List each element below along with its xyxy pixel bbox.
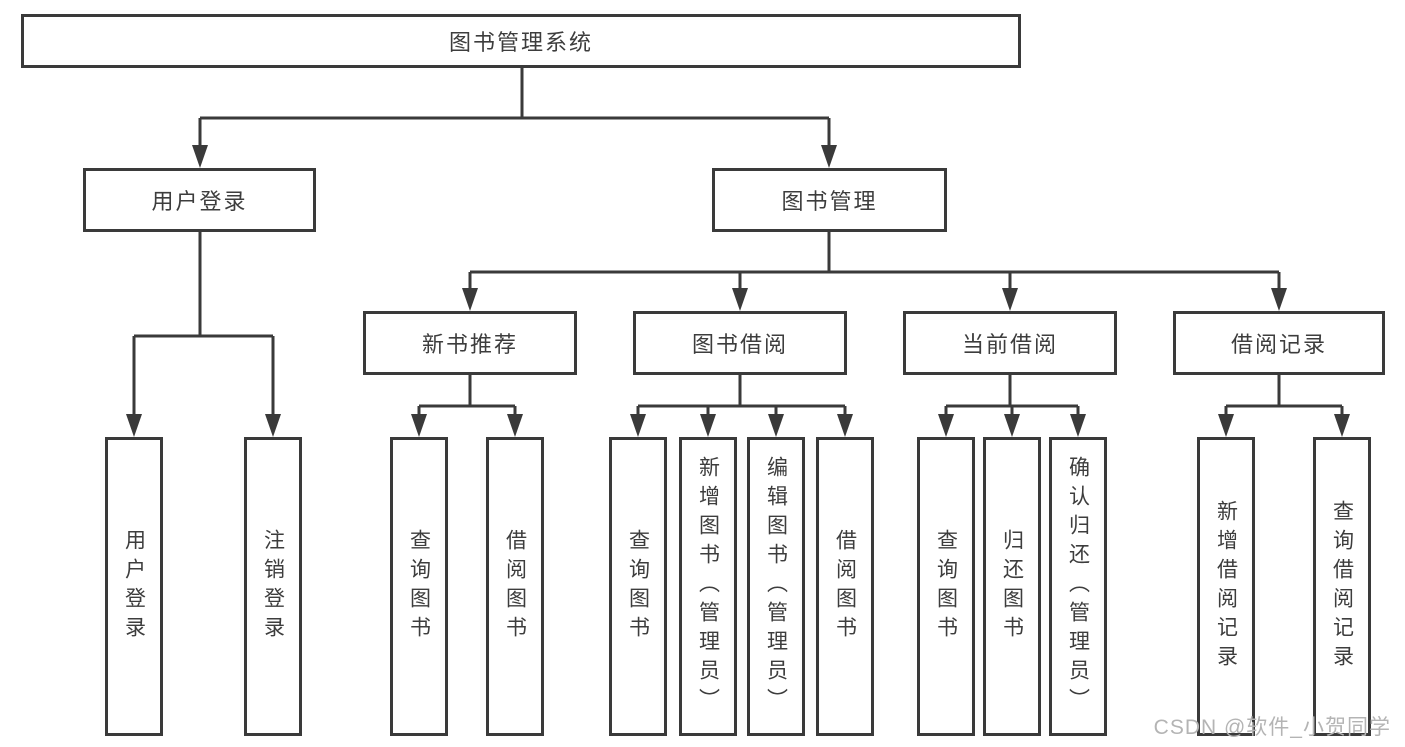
leaf-query-books-recommend-label: 查询图书 bbox=[407, 528, 431, 645]
leaf-add-borrow-record-label: 新增借阅记录 bbox=[1214, 499, 1238, 674]
node-library-system-label: 图书管理系统 bbox=[448, 30, 593, 55]
leaf-user-login-label: 用户登录 bbox=[122, 528, 146, 645]
node-library-system: 图书管理系统 bbox=[21, 14, 1021, 68]
leaf-logout: 注销登录 bbox=[244, 437, 302, 736]
node-borrowing-records-label: 借阅记录 bbox=[1230, 332, 1327, 357]
leaf-query-books-current: 查询图书 bbox=[917, 437, 975, 736]
arrowhead-icons bbox=[126, 145, 1350, 437]
leaf-add-borrow-record: 新增借阅记录 bbox=[1197, 437, 1255, 736]
leaf-return-book: 归还图书 bbox=[983, 437, 1041, 736]
leaf-logout-label: 注销登录 bbox=[261, 528, 285, 645]
leaf-return-book-label: 归还图书 bbox=[1000, 528, 1024, 645]
node-new-book-recommend-label: 新书推荐 bbox=[421, 332, 518, 357]
node-new-book-recommend: 新书推荐 bbox=[363, 311, 577, 375]
leaf-query-borrow-record: 查询借阅记录 bbox=[1313, 437, 1371, 736]
leaf-borrow-books-borrowing: 借阅图书 bbox=[816, 437, 874, 736]
leaf-confirm-return-admin-label: 确认归还（管理员） bbox=[1066, 456, 1090, 717]
node-book-borrowing: 图书借阅 bbox=[633, 311, 847, 375]
leaf-borrow-books-borrowing-label: 借阅图书 bbox=[833, 528, 857, 645]
node-book-borrowing-label: 图书借阅 bbox=[691, 332, 788, 357]
node-borrowing-records: 借阅记录 bbox=[1173, 311, 1385, 375]
node-book-management-label: 图书管理 bbox=[781, 189, 878, 214]
leaf-borrow-books-recommend: 借阅图书 bbox=[486, 437, 544, 736]
leaf-query-books-recommend: 查询图书 bbox=[390, 437, 448, 736]
leaf-edit-book-admin: 编辑图书（管理员） bbox=[747, 437, 805, 736]
leaf-add-book-admin-label: 新增图书（管理员） bbox=[696, 456, 720, 717]
leaf-user-login: 用户登录 bbox=[105, 437, 163, 736]
node-user-login-label: 用户登录 bbox=[151, 189, 248, 214]
node-user-login: 用户登录 bbox=[83, 168, 316, 232]
leaf-add-book-admin: 新增图书（管理员） bbox=[679, 437, 737, 736]
leaf-query-books-current-label: 查询图书 bbox=[934, 528, 958, 645]
watermark: CSDN @软件_小贺同学 bbox=[1153, 716, 1391, 739]
node-book-management: 图书管理 bbox=[712, 168, 947, 232]
leaf-query-books-borrowing-label: 查询图书 bbox=[626, 528, 650, 645]
node-current-borrowing-label: 当前借阅 bbox=[961, 332, 1058, 357]
leaf-edit-book-admin-label: 编辑图书（管理员） bbox=[764, 456, 788, 717]
leaf-confirm-return-admin: 确认归还（管理员） bbox=[1049, 437, 1107, 736]
leaf-borrow-books-recommend-label: 借阅图书 bbox=[503, 528, 527, 645]
node-current-borrowing: 当前借阅 bbox=[903, 311, 1117, 375]
leaf-query-books-borrowing: 查询图书 bbox=[609, 437, 667, 736]
leaf-query-borrow-record-label: 查询借阅记录 bbox=[1330, 499, 1354, 674]
